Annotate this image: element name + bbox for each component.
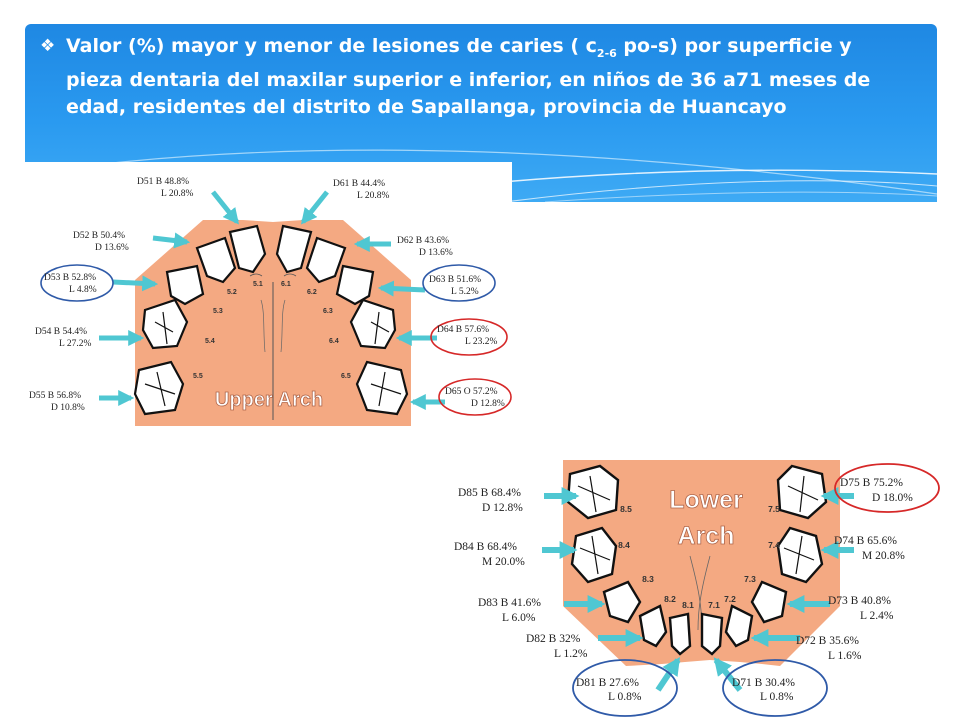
upper-labels: D51 B 48.8% L 20.8% D61 B 44.4% L 20.8% … (29, 177, 505, 413)
tooth-51 (228, 224, 267, 274)
upper-arch-diagram: 5.1 6.1 5.2 6.2 5.3 6.3 5.4 6.4 5.5 6.5 … (25, 162, 512, 426)
tooth-53 (165, 264, 205, 306)
label-d75-line2: D 18.0% (872, 492, 913, 504)
svg-text:8.3: 8.3 (642, 574, 654, 584)
svg-text:6.4: 6.4 (329, 338, 339, 345)
highlight-circle-d81 (572, 659, 678, 717)
svg-text:6.1: 6.1 (281, 281, 291, 288)
svg-text:5.4: 5.4 (205, 338, 215, 345)
svg-text:8.2: 8.2 (664, 594, 676, 604)
label-d73-line1: D73 B 40.8% (828, 595, 891, 607)
tooth-71 (700, 612, 724, 656)
label-d84-line2: M 20.0% (482, 556, 525, 568)
tooth-83 (602, 580, 642, 624)
label-d55-line2: D 10.8% (51, 403, 85, 413)
label-d62-line2: D 13.6% (419, 248, 453, 258)
tooth-84 (570, 526, 618, 584)
highlight-circle-d63 (422, 264, 496, 302)
svg-text:7.4: 7.4 (768, 540, 780, 550)
label-d84-line1: D84 B 68.4% (454, 541, 517, 553)
tooth-52 (195, 236, 237, 284)
svg-text:7.1: 7.1 (708, 600, 720, 610)
label-d82-line1: D82 B 32% (526, 633, 581, 645)
svg-text:7.2: 7.2 (724, 594, 736, 604)
upper-arch-title: Upper Arch (215, 389, 323, 411)
label-d64-line2: L 23.2% (465, 337, 497, 347)
lower-arch-title-line2: Arch (678, 522, 735, 550)
label-d71-line1: D71 B 30.4% (732, 677, 795, 689)
diamond-bullet-icon: ❖ (40, 36, 56, 56)
label-d83-line1: D83 B 41.6% (478, 597, 541, 609)
tooth-73 (750, 580, 788, 624)
svg-text:5.3: 5.3 (213, 308, 223, 315)
label-d74-line1: D74 B 65.6% (834, 535, 897, 547)
label-d63-line1: D63 B 51.6% (429, 275, 481, 285)
svg-text:8.4: 8.4 (618, 540, 630, 550)
svg-text:5.5: 5.5 (193, 373, 203, 380)
slide-title: ❖ Valor (%) mayor y menor de lesiones de… (40, 33, 902, 121)
highlight-circle-d71 (722, 659, 828, 717)
svg-text:6.3: 6.3 (323, 308, 333, 315)
label-d85-line2: D 12.8% (482, 502, 523, 514)
label-d54-line2: L 27.2% (59, 339, 91, 349)
label-d64-line1: D64 B 57.6% (437, 325, 489, 335)
tooth-72 (724, 604, 754, 648)
label-d83-line2: L 6.0% (502, 612, 536, 624)
svg-text:7.5: 7.5 (768, 504, 780, 514)
upper-arrows (99, 190, 445, 411)
lower-labels: D85 B 68.4% D 12.8% D75 B 75.2% D 18.0% … (454, 477, 913, 703)
lower-arch-diagram: 8.5 7.5 8.4 7.4 8.3 7.3 8.2 7.2 8.1 7.1 … (454, 460, 940, 717)
label-d85-line1: D85 B 68.4% (458, 487, 521, 499)
label-d82-line2: L 1.2% (554, 648, 588, 660)
label-d72-line1: D72 B 35.6% (796, 635, 859, 647)
tooth-55 (133, 360, 185, 416)
label-d81-line2: L 0.8% (608, 691, 642, 703)
tooth-81 (668, 612, 692, 656)
svg-text:6.2: 6.2 (307, 289, 317, 296)
label-d63-line2: L 5.2% (451, 287, 479, 297)
label-d65-line2: D 12.8% (471, 399, 505, 409)
tooth-61 (275, 224, 313, 274)
label-d55-line1: D55 B 56.8% (29, 391, 81, 401)
label-d81-line1: D81 B 27.6% (576, 677, 639, 689)
tooth-62 (305, 236, 347, 284)
label-d51-line2: L 20.8% (161, 189, 193, 199)
svg-text:5.2: 5.2 (227, 289, 237, 296)
lower-tooth-numbers: 8.5 7.5 8.4 7.4 8.3 7.3 8.2 7.2 8.1 7.1 (618, 504, 780, 610)
label-d75-line1: D75 B 75.2% (840, 477, 903, 489)
label-d65-line1: D65 O 57.2% (445, 387, 498, 397)
title-text: Valor (%) mayor y menor de lesiones de c… (66, 35, 871, 118)
label-d53-line2: L 4.8% (69, 285, 97, 295)
highlight-circle-d64 (430, 318, 508, 356)
highlight-circle-d53 (40, 264, 114, 302)
label-d53-line1: D53 B 52.8% (44, 273, 96, 283)
svg-text:7.3: 7.3 (744, 574, 756, 584)
label-d61-line2: L 20.8% (357, 191, 389, 201)
label-d72-line2: L 1.6% (828, 650, 862, 662)
label-d71-line2: L 0.8% (760, 691, 794, 703)
svg-text:8.1: 8.1 (682, 600, 694, 610)
label-d52-line1: D52 B 50.4% (73, 231, 125, 241)
label-d74-line2: M 20.8% (862, 550, 905, 562)
highlight-circle-d65 (438, 378, 512, 416)
tooth-64 (349, 298, 397, 350)
label-d61-line1: D61 B 44.4% (333, 179, 385, 189)
lower-arrows (542, 487, 854, 692)
lower-arch-title-line1: Lower (669, 486, 743, 514)
svg-text:8.5: 8.5 (620, 504, 632, 514)
label-d52-line2: D 13.6% (95, 243, 129, 253)
svg-text:6.5: 6.5 (341, 373, 351, 380)
label-d54-line1: D54 B 54.4% (35, 327, 87, 337)
upper-tooth-numbers: 5.1 6.1 5.2 6.2 5.3 6.3 5.4 6.4 5.5 6.5 (193, 281, 351, 380)
highlight-circle-d75 (834, 463, 940, 513)
svg-text:5.1: 5.1 (253, 281, 263, 288)
label-d73-line2: L 2.4% (860, 610, 894, 622)
label-d62-line1: D62 B 43.6% (397, 236, 449, 246)
label-d51-line1: D51 B 48.8% (137, 177, 189, 187)
